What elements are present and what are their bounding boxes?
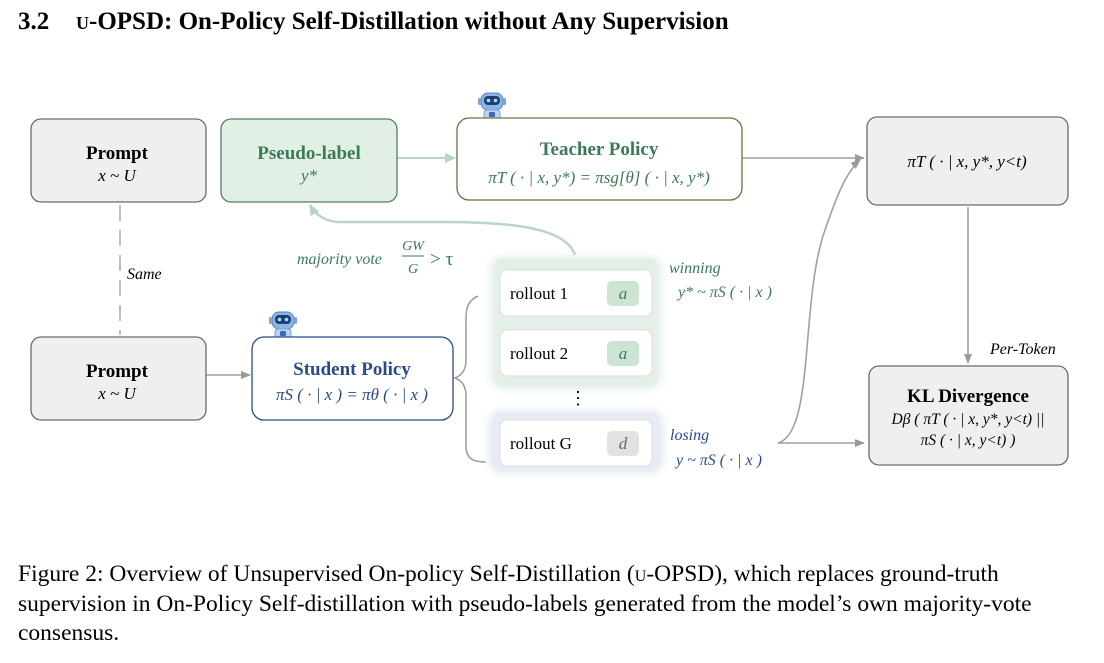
prompt-bottom-formula: x ~ U xyxy=(97,384,137,403)
pseudo-label-box: Pseudo-label y* xyxy=(220,118,398,203)
student-robot-icon xyxy=(268,311,298,340)
student-policy-formula: πS ( · | x ) = πθ ( · | x ) xyxy=(276,385,428,404)
majority-vote-arrow xyxy=(308,204,577,256)
winning-label: winning xyxy=(669,260,721,277)
same-label: Same xyxy=(127,266,162,283)
losing-formula: y ~ πS ( · | x ) xyxy=(674,452,762,469)
teacher-policy-box: Teacher Policy πT ( · | x, y*) = πsg[θ] … xyxy=(456,117,743,201)
majority-vote-threshold: > τ xyxy=(430,249,453,270)
winning-formula: y* ~ πS ( · | x ) xyxy=(676,284,772,301)
teacher-output-box: πT ( · | x, y*, y<t) xyxy=(866,116,1069,206)
method-prefix: u xyxy=(76,8,89,35)
figure-caption: Figure 2: Overview of Unsupervised On-po… xyxy=(18,560,1092,649)
losing-to-teacher-output-curve xyxy=(777,159,861,444)
rollout-2-label: rollout 2 xyxy=(510,344,568,363)
section-number: 3.2 xyxy=(18,8,50,35)
rollout-1: rollout 1 a xyxy=(499,269,653,317)
majority-vote-rule: majority vote GW G > τ xyxy=(297,239,453,277)
caption-prefix: Figure 2: Overview of Unsupervised On-po… xyxy=(18,561,635,587)
losing-label: losing xyxy=(670,427,709,444)
section-title: -OPSD: On-Policy Self-Distillation witho… xyxy=(89,8,729,35)
pseudo-label-formula: y* xyxy=(299,166,318,185)
kl-divergence-line2: πS ( · | x, y<t) ) xyxy=(921,432,1016,449)
pseudo-label-title: Pseudo-label xyxy=(257,143,360,164)
connectors xyxy=(119,153,972,463)
teacher-output-formula: πT ( · | x, y*, y<t) xyxy=(907,152,1027,171)
student-policy-box: Student Policy πS ( · | x ) = πθ ( · | x… xyxy=(251,336,454,421)
teacher-robot-icon xyxy=(477,92,507,121)
kl-divergence-line1: Dβ ( πT ( · | x, y*, y<t) || xyxy=(891,411,1045,428)
caption-suffix: -OPSD), which replaces ground-truth supe… xyxy=(18,561,1032,646)
rollout-2-answer: a xyxy=(619,344,628,363)
section-heading: 3.2 u-OPSD: On-Policy Self-Distillation w… xyxy=(18,8,729,36)
kl-divergence-box: KL Divergence Dβ ( πT ( · | x, y*, y<t) … xyxy=(868,365,1069,466)
prompt-bottom-title: Prompt xyxy=(86,361,149,382)
rollout-1-label: rollout 1 xyxy=(510,284,568,303)
rollout-g: rollout G d xyxy=(499,419,653,467)
majority-vote-denominator: G xyxy=(408,262,418,277)
rollout-g-label: rollout G xyxy=(510,434,572,453)
prompt-top-formula: x ~ U xyxy=(97,166,137,185)
rollout-ellipsis: ⋮ xyxy=(569,388,587,408)
per-token-label: Per-Token xyxy=(989,341,1056,358)
rollout-1-answer: a xyxy=(619,284,628,303)
rollout-g-answer: d xyxy=(619,434,628,453)
prompt-bottom-box: Prompt x ~ U xyxy=(30,336,207,421)
prompt-top-box: Prompt x ~ U xyxy=(30,118,207,203)
caption-method: u xyxy=(634,561,647,587)
prompt-top-title: Prompt xyxy=(86,143,149,164)
majority-vote-label: majority vote xyxy=(297,251,382,268)
rollout-brace xyxy=(452,295,487,463)
student-policy-title: Student Policy xyxy=(293,359,411,380)
kl-divergence-title: KL Divergence xyxy=(907,386,1029,407)
majority-vote-numerator: GW xyxy=(402,239,425,254)
overview-figure: Prompt x ~ U Pseudo-label y* Teacher Pol… xyxy=(30,92,1069,472)
rollout-2: rollout 2 a xyxy=(499,329,653,377)
teacher-policy-formula: πT ( · | x, y*) = πsg[θ] ( · | x, y*) xyxy=(488,168,710,187)
teacher-policy-title: Teacher Policy xyxy=(540,139,659,160)
